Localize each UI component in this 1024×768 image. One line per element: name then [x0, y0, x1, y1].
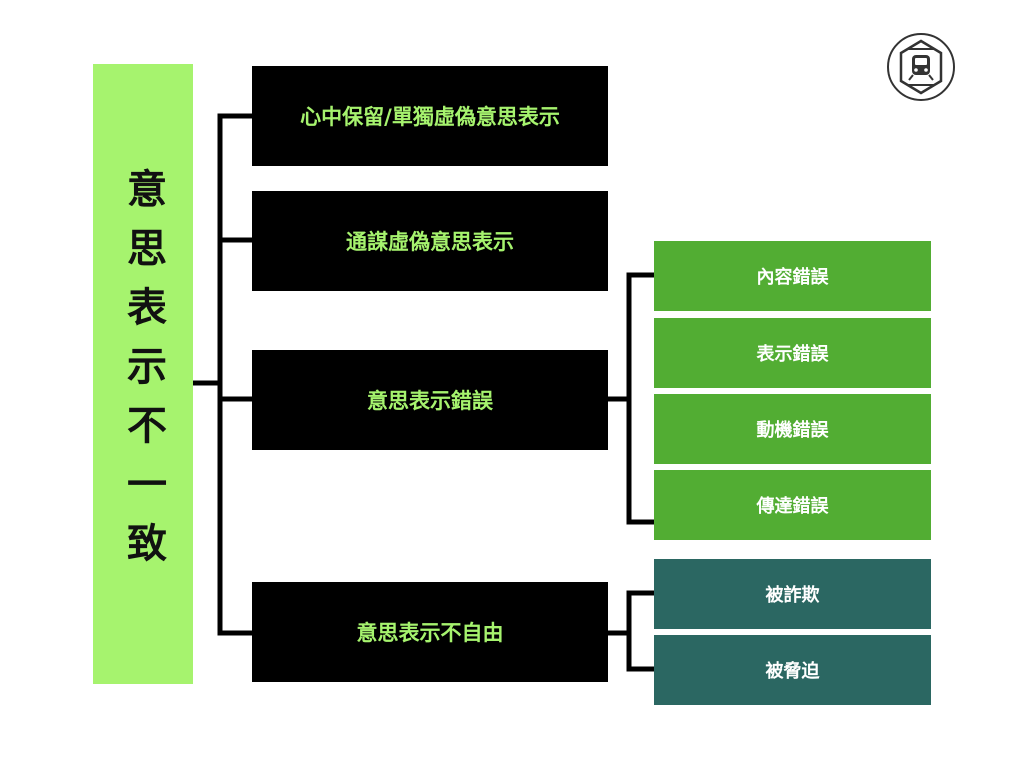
node-content-mistake: 內容錯誤 [654, 241, 931, 311]
node-transmission-mistake: 傳達錯誤 [654, 470, 931, 540]
node-label: 意思表示不自由 [356, 621, 504, 645]
node-mental-reservation: 心中保留/單獨虛偽意思表示 [252, 66, 608, 166]
node-label: 表示錯誤 [756, 344, 829, 365]
node-motive-mistake: 動機錯誤 [654, 394, 931, 464]
node-fraud: 被詐欺 [654, 559, 931, 629]
node-mistake: 意思表示錯誤 [252, 350, 608, 450]
node-expression-mistake: 表示錯誤 [654, 318, 931, 388]
node-label: 意思表示錯誤 [367, 389, 493, 413]
node-coercion: 被脅迫 [654, 635, 931, 705]
node-not-free: 意思表示不自由 [252, 582, 608, 682]
node-label: 被詐欺 [765, 585, 820, 606]
train-icon [887, 33, 955, 101]
root-label: 意思表示不一致 [120, 167, 166, 581]
node-label: 通謀虛偽意思表示 [346, 230, 514, 254]
node-collusive-false-declaration: 通謀虛偽意思表示 [252, 191, 608, 291]
node-label: 傳達錯誤 [756, 496, 829, 517]
node-label: 內容錯誤 [756, 267, 829, 288]
root-node: 意思表示不一致 [93, 64, 193, 684]
node-label: 被脅迫 [765, 661, 820, 682]
node-label: 心中保留/單獨虛偽意思表示 [300, 105, 560, 129]
node-label: 動機錯誤 [756, 420, 829, 441]
